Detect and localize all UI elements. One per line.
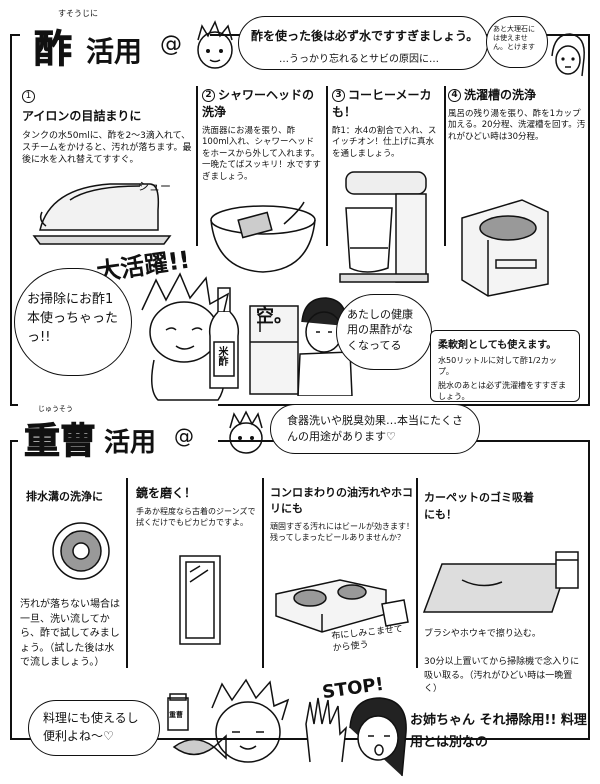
divider [262, 478, 264, 668]
baking-soda-header-bubble: 食器洗いや脱臭効果…本当にたくさんの用途があります♡ [270, 404, 480, 454]
section-number: 1 [22, 90, 35, 103]
carpet-icon [422, 563, 570, 613]
vinegar-title-rest: 活用 [86, 35, 143, 68]
section-title: カーペットのゴミ吸着にも！ [424, 491, 534, 521]
section-body: 洗面器にお湯を張り、酢100ml入れ、シャワーヘッドをホースから外して入れます。… [202, 126, 321, 182]
baking-soda-furigana: じゅうそう [38, 405, 73, 413]
swirl-icon: @ [160, 32, 182, 57]
vinegar-title-big: 酢 [33, 27, 73, 72]
bottle-label: 米酢 [216, 346, 227, 366]
vinegar-header-main: 酢を使った後は必ず水ですすぎましょう。 [251, 29, 479, 43]
baking-soda-header-text: 食器洗いや脱臭効果…本当にたくさんの用途があります♡ [287, 414, 463, 443]
section-body: 風呂の残り湯を張り、酢を1カップ加える。20分程、洗濯槽を回す。汚れがひどい時は… [448, 109, 586, 142]
coffee-maker-icon [339, 171, 429, 283]
softener-title: 柔軟剤としても使えます。 [438, 340, 557, 351]
baking-soda-section-drain: 排水溝の洗浄に [26, 488, 124, 504]
section-title-text: コーヒーメーカも！ [332, 88, 432, 119]
vinegar-header-sub: …うっかり忘れるとサビの原因に… [279, 54, 439, 65]
sister-bubble-text: お姉ちゃん それ掃除用!! 料理用とは別なの [410, 713, 587, 751]
vinegar-bottle-icon [208, 287, 240, 389]
softener-body: 水50リットルに対して酢1/2カップ。 [438, 356, 557, 376]
drain-icon [52, 522, 110, 580]
cloth-icon [381, 599, 409, 627]
hand-icon [305, 697, 347, 763]
empty-mark: 空。 [256, 306, 292, 327]
section-title: 鏡を磨く！ [136, 486, 197, 500]
divider [326, 86, 328, 246]
mascot-icon [197, 20, 233, 69]
baking-soda-section-mirror: 鏡を磨く！ 手あか程度なら古着のジーンズで拭くだけでもピカピカですよ。 [136, 484, 260, 529]
soda-jar-icon [167, 693, 189, 731]
baking-soda-section-stove: コンロまわりの油汚れやホコリにも 頑固すぎる汚れにはビールが効きます！残ってしま… [270, 484, 414, 544]
iron-sound-effect: シュー [138, 180, 171, 193]
section-title-text: 洗濯槽の洗浄 [464, 88, 537, 102]
section-number: 3 [332, 89, 345, 102]
divider [444, 86, 446, 246]
character-girl-icon [349, 697, 407, 777]
mirror-icon [179, 555, 221, 645]
section-body: 酢1：水4の割合で入れ、スイッチオン！仕上げに真水を通しましょう。 [332, 126, 437, 159]
carpet-step-1: ブラシやホウキで擦り込む。 [424, 629, 541, 639]
divider [196, 86, 198, 246]
baking-soda-title-big: 重曹 [23, 421, 97, 463]
divider [126, 478, 128, 668]
baking-soda-section-carpet: カーペットのゴミ吸着にも！ [424, 490, 534, 523]
vinegar-furigana: すそうじに [58, 9, 98, 18]
jar-label: 重曹 [169, 711, 183, 719]
marble-note-text: あと大理石には使えません。とけます [493, 25, 535, 52]
section-body: 手あか程度なら古着のジーンズで拭くだけでもピカピカですよ。 [136, 507, 256, 527]
girl-face-icon [551, 33, 585, 77]
washing-machine-icon [461, 199, 549, 297]
stove-icon [275, 579, 387, 633]
section-title: アイロンの目詰まりに [22, 109, 142, 123]
section-title: コンロまわりの油汚れやホコリにも [270, 486, 413, 515]
mascot-icon [229, 410, 263, 454]
fish-icon [172, 734, 227, 760]
section-title-text: シャワーヘッドの洗浄 [202, 88, 315, 119]
softener-note: 脱水のあとは必ず洗濯槽をすすぎましょう。 [438, 381, 566, 401]
softener-box: 柔軟剤としても使えます。 水50リットルに対して酢1/2カップ。 脱水のあとは必… [430, 330, 580, 402]
section-title: 排水溝の洗浄に [26, 490, 103, 503]
drain-note: 汚れが落ちない場合は一旦、洗い流してから、酢で試してみましょう。（試した後は水で… [20, 599, 120, 668]
carpet-step-2: 30分以上置いてから掃除機で念入りに吸い取る。（汚れがひどい時は一晩置く） [424, 657, 580, 694]
section-body: 頑固すぎる汚れにはビールが効きます！残ってしまったビールありませんか？ [270, 522, 414, 542]
marble-note: あと大理石には使えません。とけます [486, 16, 548, 68]
cook-bubble-text: 料理にも使えるし便利よね～♡ [43, 711, 139, 743]
character-girl-icon [297, 297, 353, 396]
speech-bubble-left: お掃除にお酢1本使っちゃったっ!! [14, 268, 132, 376]
vinegar-section-1: 1 アイロンの目詰まりに タンクの水50mlに、酢を2～3滴入れて、スチームをか… [22, 86, 192, 166]
divider [416, 478, 418, 668]
vinegar-title: すそうじに 酢 活用 @ [20, 8, 210, 72]
soda-jar-icon [555, 551, 579, 589]
speech-bubble-right: あたしの健康用の黒酢がなくなってる [336, 294, 432, 370]
section-number: 2 [202, 89, 215, 102]
cook-bubble: 料理にも使えるし便利よね～♡ [28, 700, 160, 756]
section-body: タンクの水50mlに、酢を2～3滴入れて、スチームをかけると、汚れが落ちます。最… [22, 131, 192, 166]
baking-soda-title: じゅうそう 重曹 活用 @ [18, 404, 218, 463]
section-number: 4 [448, 89, 461, 102]
character-boy-icon [211, 678, 290, 763]
swirl-icon: @ [174, 424, 194, 448]
sister-bubble: お姉ちゃん それ掃除用!! 料理用とは別なの [358, 700, 594, 774]
baking-soda-title-rest: 活用 [104, 428, 157, 458]
vinegar-header-bubble: 酢を使った後は必ず水ですすぎましょう。 …うっかり忘れるとサビの原因に… [238, 16, 488, 70]
iron-icon [32, 183, 172, 245]
speech-right-text: あたしの健康用の黒酢がなくなってる [347, 308, 413, 352]
fridge-icon [249, 305, 299, 395]
basin-icon [210, 201, 316, 273]
speech-left-text: お掃除にお酢1本使っちゃったっ!! [27, 292, 119, 345]
